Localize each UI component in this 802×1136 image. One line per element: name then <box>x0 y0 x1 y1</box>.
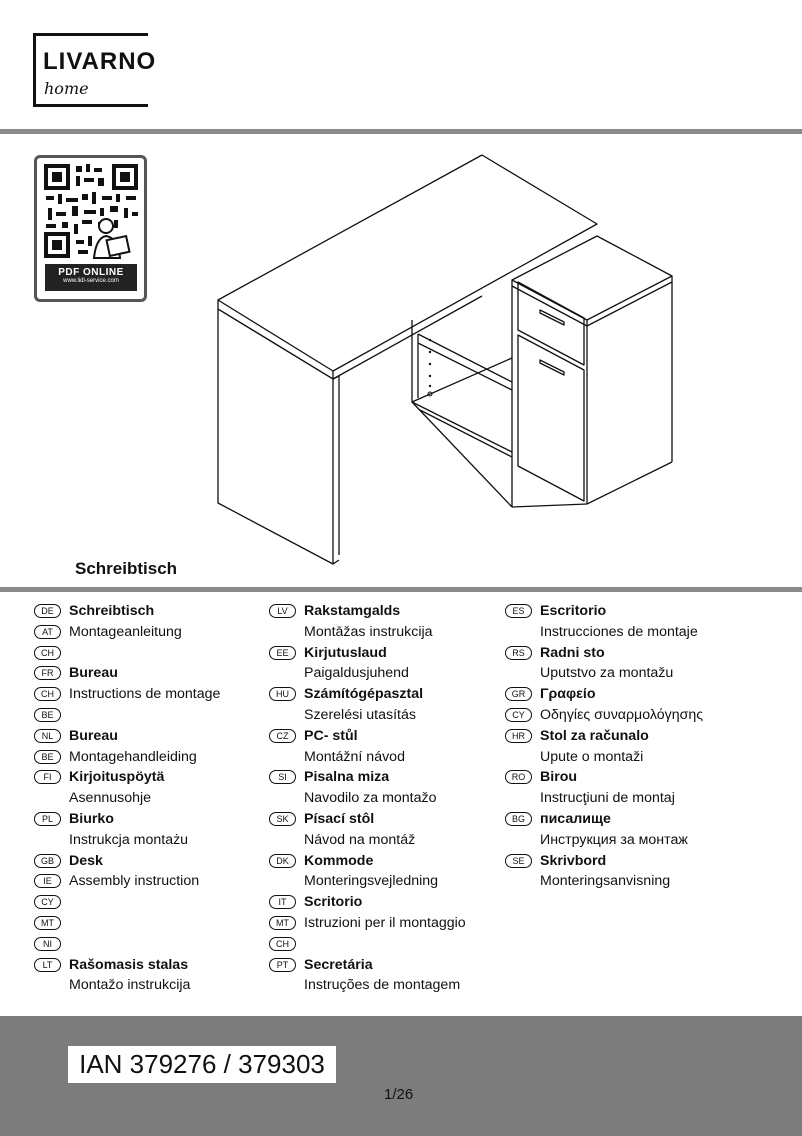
pdf-online-url: www.lidl-service.com <box>63 278 119 284</box>
country-code-badge: SK <box>269 811 296 826</box>
country-code-badge: CH <box>269 936 296 951</box>
country-code-badge: MT <box>34 915 61 930</box>
instruction-label: Instrucţiuni de montaj <box>540 790 675 807</box>
product-name-label: Pisalna miza <box>304 769 390 786</box>
country-code-badge: PT <box>269 957 296 972</box>
instruction-label: Montagehandleiding <box>69 748 197 765</box>
pdf-online-label: PDF ONLINE www.lidl-service.com <box>45 264 137 291</box>
country-code-badge: CZ <box>269 728 296 743</box>
country-code-badge: GB <box>34 853 61 868</box>
country-code-badge: DK <box>269 853 296 868</box>
product-name-label: Biurko <box>69 810 114 827</box>
country-code-badge: AT <box>34 624 61 639</box>
country-code-badge: BG <box>505 811 532 826</box>
country-code-badge: LV <box>269 604 296 618</box>
instruction-label: Assembly instruction <box>69 873 200 890</box>
instruction-label: Istruzioni per il montaggio <box>304 914 466 931</box>
desk-illustration <box>217 154 673 565</box>
product-name-label: Schreibtisch <box>69 603 155 619</box>
product-name-label: Kirjoituspöytä <box>69 769 165 786</box>
product-name-label: Rakstamgalds <box>304 603 401 619</box>
instruction-label: Uputstvo za montažu <box>540 665 674 682</box>
instruction-label: Upute o montaži <box>540 748 644 765</box>
product-name-label: Desk <box>69 852 103 869</box>
country-code-badge: GR <box>505 687 532 702</box>
country-code-badge: RO <box>505 770 532 785</box>
country-code-badge: SE <box>505 853 532 868</box>
top-divider <box>0 129 802 134</box>
instruction-label: Návod na montáž <box>304 831 416 848</box>
instruction-label: Asennusohje <box>69 790 152 807</box>
country-code-badge: CY <box>505 707 532 722</box>
logo-frame <box>33 33 148 107</box>
country-code-badge: IT <box>269 895 296 910</box>
product-name-label: Bureau <box>69 727 118 744</box>
ian-number: IAN 379276 / 379303 <box>68 1046 336 1083</box>
instruction-label: Montažo instrukcija <box>69 977 191 994</box>
brand-sub: home <box>44 79 89 98</box>
country-code-badge: HU <box>269 687 296 702</box>
product-title: Schreibtisch <box>75 559 178 578</box>
product-name-label: Stol za računalo <box>540 727 649 744</box>
product-name-label: PC- stůl <box>304 727 358 744</box>
country-code-badge: ES <box>505 604 532 618</box>
product-name-label: Kirjutuslaud <box>304 644 387 661</box>
product-name-label: Scritorio <box>304 894 363 911</box>
country-code-badge: SI <box>269 770 296 785</box>
instruction-label: Paigaldusjuhend <box>304 665 409 682</box>
page-number: 1/26 <box>384 1086 414 1103</box>
instruction-label: Οδηγίες συναρμολόγησης <box>540 706 704 723</box>
country-code-badge: IE <box>34 874 61 889</box>
product-name-label: Számítógépasztal <box>304 686 424 703</box>
instruction-label: Navodilo za montažo <box>304 790 437 807</box>
instruction-label: Instruções de montagem <box>304 977 461 994</box>
instruction-label: Instructions de montage <box>69 686 221 703</box>
brand-name: LIVARNO <box>43 48 157 75</box>
country-code-badge: CH <box>34 687 61 702</box>
country-code-badge: PL <box>34 811 61 826</box>
country-code-badge: MT <box>269 915 296 930</box>
country-code-badge: BE <box>34 707 61 722</box>
product-name-label: Bureau <box>69 665 118 682</box>
country-code-badge: NL <box>34 728 61 743</box>
country-code-badge: EE <box>269 645 296 660</box>
instruction-label: Инструкция за монтаж <box>540 831 688 848</box>
instruction-label: Instrucciones de montaje <box>540 623 698 640</box>
country-code-badge: NI <box>34 936 61 951</box>
instruction-label: Monteringsvejledning <box>304 873 439 890</box>
instruction-label: Monteringsanvisning <box>540 873 671 890</box>
country-code-badge: CH <box>34 645 61 660</box>
country-code-badge: BE <box>34 749 61 764</box>
pdf-online-text: PDF ONLINE <box>58 267 124 278</box>
product-name-label: Skrivbord <box>540 852 607 869</box>
product-name-label: Secretária <box>304 956 373 973</box>
country-code-badge: HR <box>505 728 532 743</box>
country-code-badge: FI <box>34 770 61 785</box>
instruction-label: Montageanleitung <box>69 623 182 640</box>
product-name-label: писалище <box>540 810 611 827</box>
qr-code-icon <box>44 164 138 259</box>
country-code-badge: FR <box>34 666 61 681</box>
mid-divider <box>0 587 802 592</box>
instruction-label: Instrukcja montażu <box>69 831 189 848</box>
instruction-label: Montāžas instrukcija <box>304 623 433 640</box>
country-code-badge: RS <box>505 645 532 660</box>
product-name-label: Kommode <box>304 852 374 869</box>
country-code-badge: CY <box>34 895 61 910</box>
country-code-badge: DE <box>34 604 61 618</box>
product-name-label: Birou <box>540 769 578 786</box>
product-name-label: Písací stôl <box>304 810 375 827</box>
product-name-label: Rašomasis stalas <box>69 956 189 973</box>
country-code-badge: LT <box>34 957 61 972</box>
product-name-label: Radni sto <box>540 644 605 661</box>
qr-code-box[interactable] <box>34 155 147 302</box>
product-name-label: Escritorio <box>540 603 607 619</box>
instruction-label: Montážní návod <box>304 748 405 765</box>
product-name-label: Γραφείο <box>540 686 596 703</box>
instruction-label: Szerelési utasítás <box>304 706 416 723</box>
